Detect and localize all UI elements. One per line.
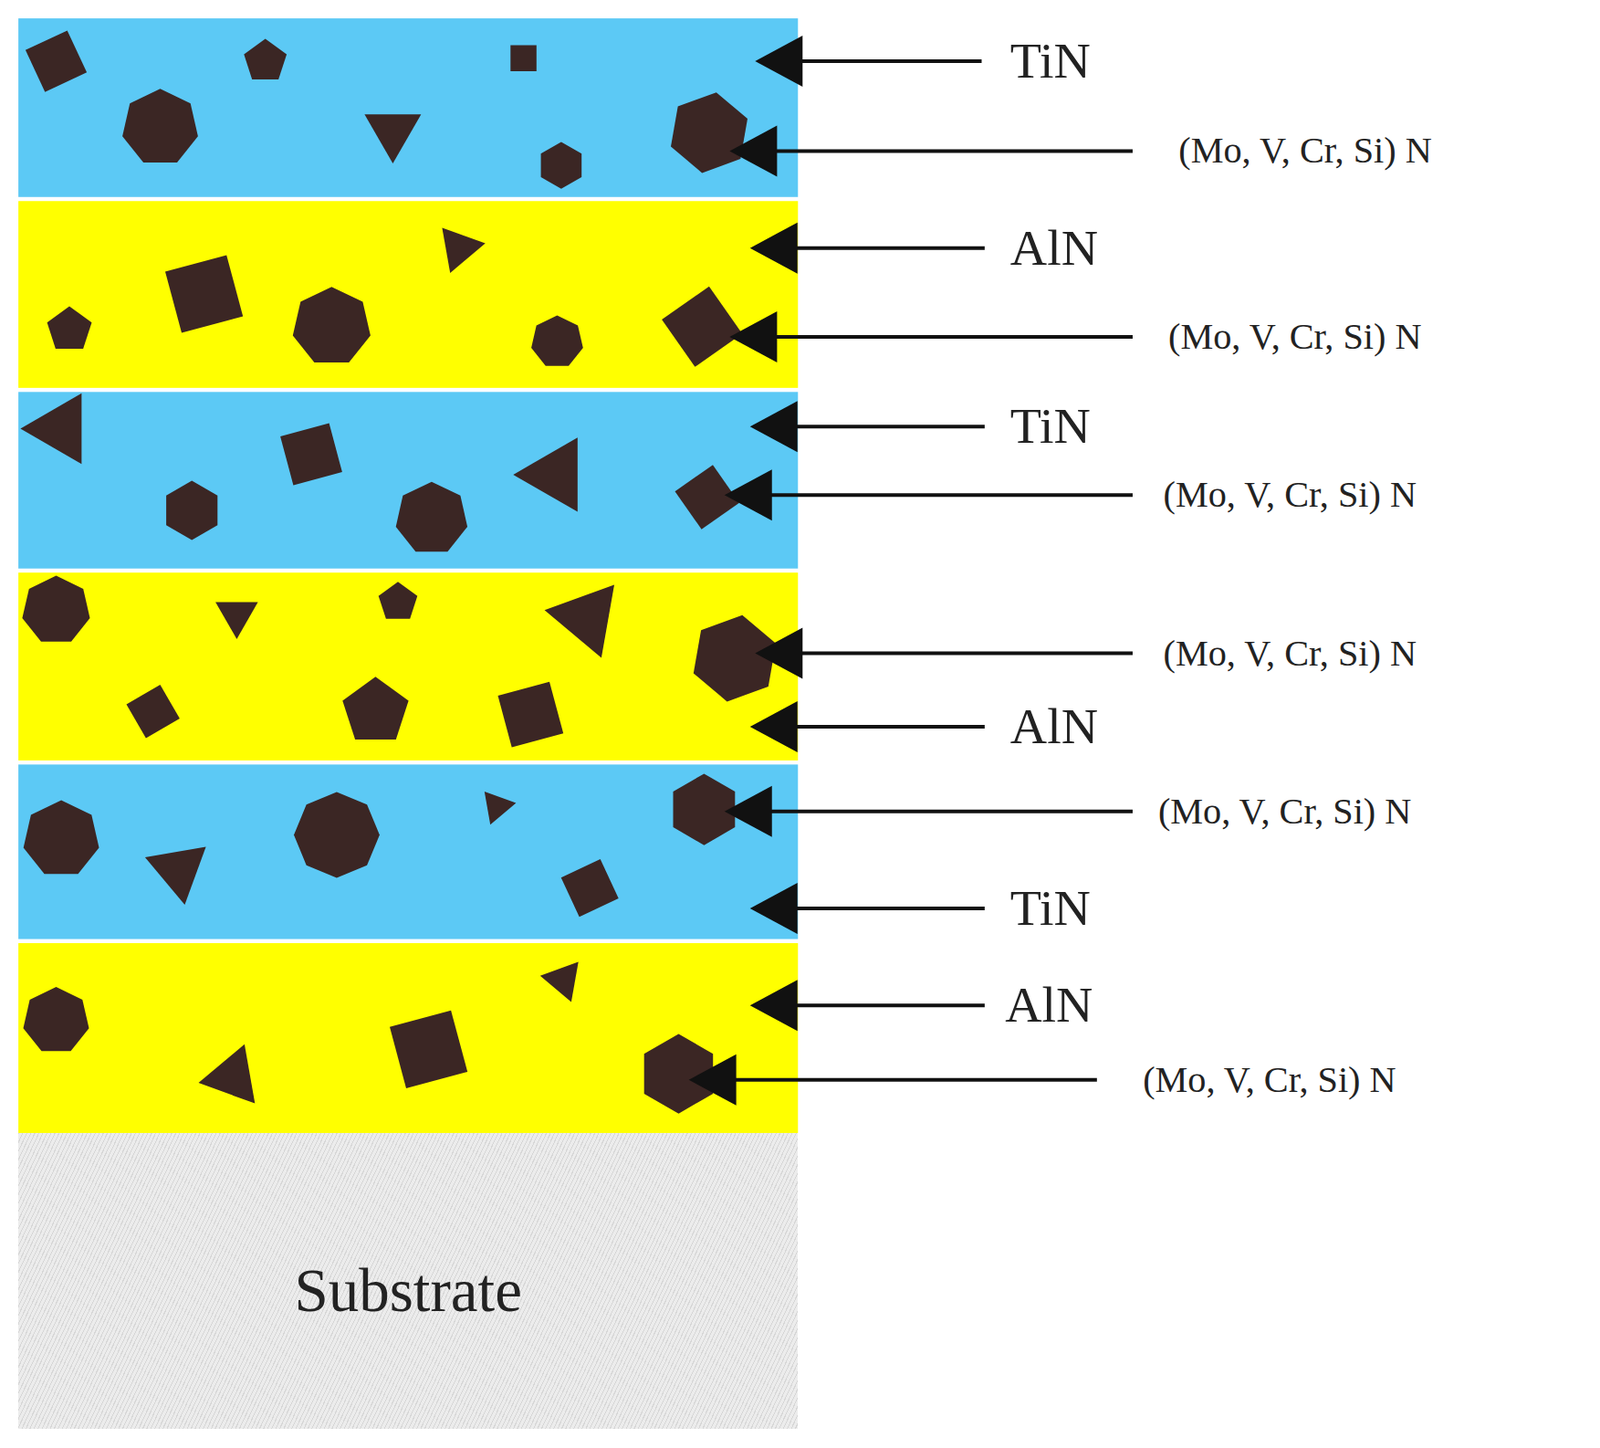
nitride-particle — [673, 773, 736, 845]
leader-arrow — [750, 222, 985, 274]
nitride-particle — [280, 423, 343, 486]
nitride-particle — [661, 286, 743, 367]
nitride-particle — [512, 437, 578, 512]
coating-layer — [18, 391, 798, 568]
arrow-head — [750, 979, 798, 1031]
coating-layer — [18, 572, 798, 761]
leader-arrow — [754, 35, 982, 87]
nitride-particles — [20, 31, 776, 1114]
nitride-particle — [441, 227, 485, 273]
arrow-head — [754, 35, 803, 87]
nitride-particle — [145, 846, 207, 905]
layer-label: (Mo, V, Cr, Si) N — [1168, 316, 1422, 357]
nitride-particle — [166, 481, 218, 541]
leader-arrow — [754, 627, 1133, 680]
leader-line — [752, 809, 1133, 814]
nitride-particle — [510, 45, 537, 73]
layer-label: AlN — [1004, 976, 1093, 1033]
leader-arrow — [750, 400, 985, 452]
leader-arrow — [729, 125, 1133, 177]
nitride-particle — [541, 141, 583, 189]
nitride-particle — [20, 393, 82, 465]
coating-layer — [18, 942, 798, 1133]
arrow-head — [754, 627, 803, 680]
nitride-particle — [21, 575, 90, 642]
nitride-particle — [498, 681, 565, 748]
arrow-head — [750, 882, 798, 934]
leader-arrow — [729, 311, 1133, 363]
arrow-head — [729, 311, 777, 363]
nitride-particle — [531, 315, 584, 367]
layer-label: AlN — [1010, 219, 1099, 276]
nitride-particle — [396, 481, 468, 553]
leader-line — [752, 492, 1133, 497]
nitride-particle — [389, 1010, 468, 1088]
nitride-particle — [126, 684, 180, 738]
nitride-particle — [23, 986, 90, 1051]
leader-line — [716, 1077, 1098, 1082]
nitride-particle — [47, 305, 93, 349]
nitride-particle — [165, 254, 243, 333]
arrow-head — [750, 400, 798, 452]
nitride-particle — [561, 858, 619, 917]
leader-line — [777, 906, 985, 910]
layer-label: (Mo, V, Cr, Si) N — [1158, 791, 1412, 832]
nitride-particle — [25, 31, 87, 93]
nitride-particle — [670, 92, 748, 173]
arrow-head — [750, 222, 798, 274]
nitride-particle — [378, 581, 419, 618]
leader-arrow — [750, 700, 985, 753]
arrow-head — [724, 469, 773, 521]
nitride-particle — [364, 114, 421, 164]
layer-label: TiN — [1010, 32, 1091, 89]
nitride-particle — [198, 1044, 256, 1104]
leader-line — [777, 1003, 985, 1007]
coating-layer — [18, 763, 798, 939]
arrow-head — [724, 785, 773, 837]
layer-label: (Mo, V, Cr, Si) N — [1142, 1059, 1396, 1100]
arrow-head — [689, 1054, 737, 1106]
layer-label: (Mo, V, Cr, Si) N — [1163, 632, 1417, 673]
layer-label: TiN — [1010, 398, 1091, 455]
layer-label: AlN — [1010, 698, 1099, 754]
leader-line — [777, 424, 985, 429]
leader-line — [777, 724, 985, 729]
leader-arrows — [689, 35, 1133, 1106]
nitride-particle — [23, 800, 100, 875]
coating-layer — [18, 200, 798, 388]
nitride-particle — [484, 791, 517, 825]
nitride-particle — [122, 88, 199, 163]
leader-line — [756, 334, 1133, 339]
arrow-head — [750, 700, 798, 753]
arrow-head — [729, 125, 777, 177]
leader-arrow — [750, 882, 985, 934]
leader-arrow — [724, 469, 1133, 521]
nitride-particle — [544, 584, 615, 658]
coating-layers — [18, 18, 798, 1133]
layer-label: (Mo, V, Cr, Si) N — [1163, 474, 1417, 515]
leader-arrow — [724, 785, 1133, 837]
leader-line — [782, 59, 982, 63]
nitride-particle — [540, 962, 579, 1003]
substrate-band: Substrate — [18, 1132, 798, 1429]
nitride-particle — [243, 39, 287, 81]
layer-label: (Mo, V, Cr, Si) N — [1178, 130, 1432, 171]
leader-arrow — [689, 1054, 1098, 1106]
leader-line — [777, 246, 985, 251]
layer-label: TiN — [1010, 879, 1091, 936]
substrate-label: Substrate — [293, 1254, 523, 1327]
leader-arrow — [750, 979, 985, 1031]
nitride-particle — [693, 615, 776, 702]
leader-line — [756, 148, 1133, 153]
nitride-particle — [215, 602, 259, 639]
leader-line — [782, 651, 1133, 656]
nitride-particle — [292, 286, 371, 363]
nitride-particle — [342, 676, 408, 740]
nitride-particle — [293, 792, 380, 879]
coating-layer — [18, 18, 798, 198]
